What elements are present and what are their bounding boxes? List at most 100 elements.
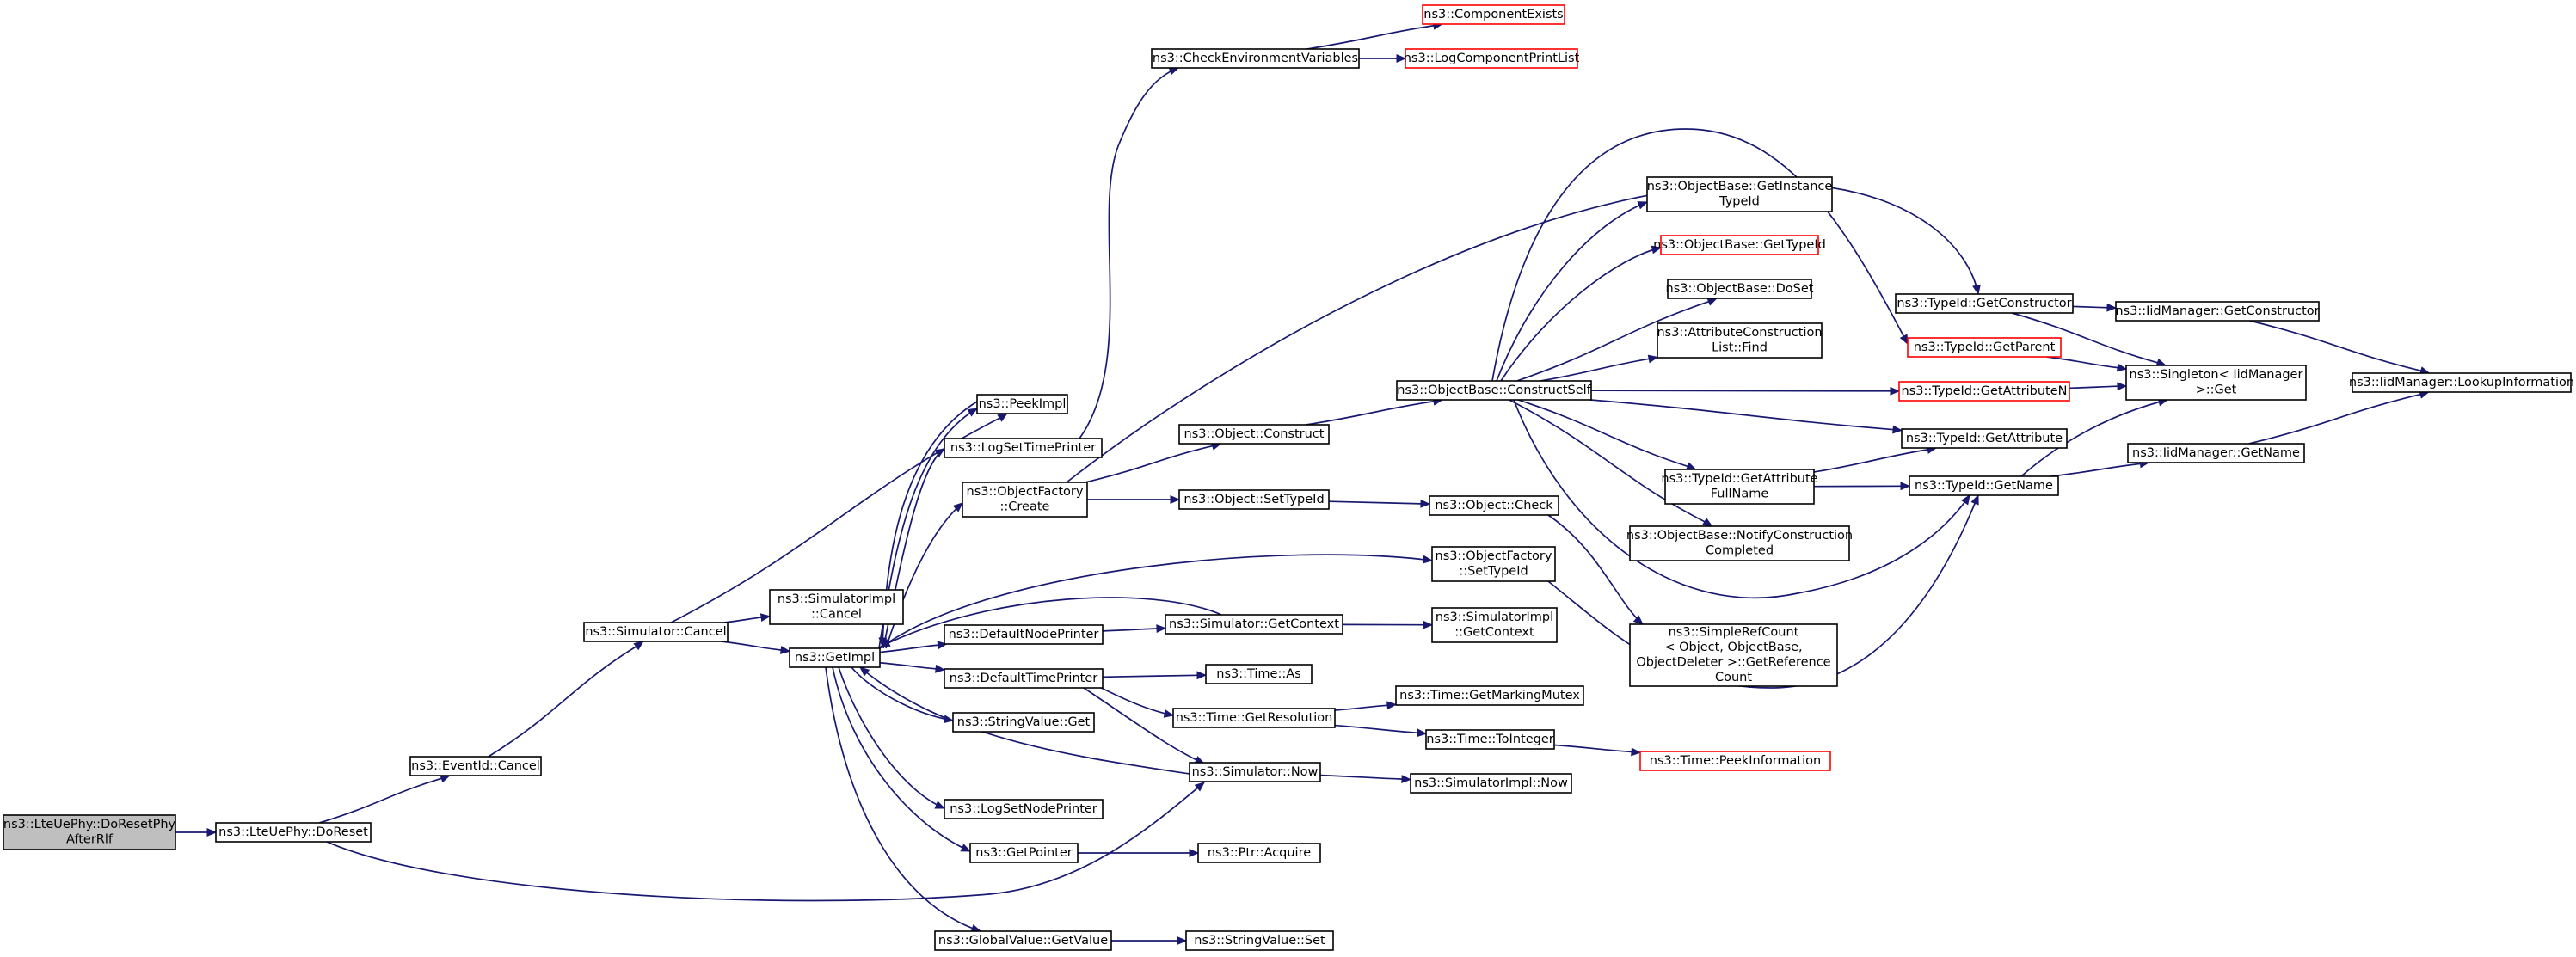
node-doreset[interactable]: ns3::LteUePhy::DoReset (215, 822, 372, 843)
node-typeidgetattrn[interactable]: ns3::TypeId::GetAttributeN (1898, 381, 2070, 402)
node-timeas[interactable]: ns3::Time::As (1205, 664, 1313, 684)
node-box (1660, 235, 1819, 255)
node-label: ns3::IidManager::GetName (2132, 446, 2300, 460)
node-simnow[interactable]: ns3::Simulator::Now (1189, 762, 1321, 782)
node-box (1422, 4, 1565, 25)
node-getpointer[interactable]: ns3::GetPointer (969, 843, 1079, 863)
node-stringvalueget[interactable]: ns3::StringValue::Get (952, 712, 1095, 733)
node-label: ns3::ObjectBase::NotifyConstruction (1626, 529, 1853, 543)
node-label: ns3::SimpleRefCount (1669, 626, 1799, 640)
node-label: ::Cancel (811, 608, 862, 622)
edge-objbaseconstruct-to-objbasegettypeid (1500, 245, 1663, 382)
node-logsetnode[interactable]: ns3::LogSetNodePrinter (944, 799, 1104, 819)
edge-objfactcreate-to-objsettypeid (1087, 495, 1181, 504)
node-label: ns3::Simulator::GetContext (1169, 617, 1339, 631)
node-notifyconstr[interactable]: ns3::ObjectBase::NotifyConstructionCompl… (1626, 525, 1853, 561)
node-defaultnodeprinter[interactable]: ns3::DefaultNodePrinter (944, 624, 1104, 645)
node-objbasedoset[interactable]: ns3::ObjectBase::DoSet (1666, 279, 1814, 299)
node-iidgetctor[interactable]: ns3::IidManager::GetConstructor (2115, 301, 2320, 322)
node-timegetmarking[interactable]: ns3::Time::GetMarkingMutex (1395, 685, 1584, 706)
node-label: ns3::Time::PeekInformation (1650, 754, 1821, 768)
edge-typeidgetattrfull-to-typeidgetattr (1813, 445, 1938, 473)
node-box (1431, 546, 1556, 582)
node-compexists[interactable]: ns3::ComponentExists (1422, 4, 1565, 25)
node-box (409, 756, 542, 776)
node-singletonget[interactable]: ns3::Singleton< IidManager >::Get (2125, 365, 2307, 401)
node-box (1197, 843, 1321, 863)
node-label: ns3::LogComponentPrintList (1404, 52, 1580, 65)
node-objfactcreate[interactable]: ns3::ObjectFactory::Create (962, 482, 1088, 518)
node-label: ns3::ObjectFactory (1436, 549, 1552, 563)
edge-typeidgetattrn-to-singletonget (2069, 382, 2128, 391)
node-evcancel[interactable]: ns3::EventId::Cancel (409, 756, 542, 776)
node-box (1901, 428, 2068, 449)
node-simcancel[interactable]: ns3::Simulator::Cancel (583, 622, 729, 642)
node-objbaseconstruct[interactable]: ns3::ObjectBase::ConstructSelf (1396, 380, 1592, 401)
node-label: ns3::Time::GetMarkingMutex (1399, 689, 1580, 702)
node-label: ns3::ObjectBase::GetTypeId (1653, 238, 1826, 252)
node-label: ns3::ObjectBase::DoSet (1666, 282, 1814, 296)
node-peekimpl[interactable]: ns3::PeekImpl (976, 394, 1068, 414)
node-label: ns3::GetPointer (975, 846, 1073, 860)
edge-timegetres-to-timetointeger (1334, 724, 1428, 738)
node-box (1165, 614, 1343, 635)
node-simplerefcount[interactable]: ns3::SimpleRefCount< Object, ObjectBase,… (1629, 623, 1838, 687)
node-timetointeger[interactable]: ns3::Time::ToInteger (1425, 729, 1555, 750)
node-objfactsettypeid[interactable]: ns3::ObjectFactory::SetTypeId (1431, 546, 1556, 582)
node-getimpl[interactable]: ns3::GetImpl (789, 647, 881, 668)
node-iidlookup[interactable]: ns3::IidManager::LookupInformation (2349, 372, 2574, 393)
node-objconstruct[interactable]: ns3::Object::Construct (1178, 424, 1330, 445)
node-label: ns3::DefaultTimePrinter (950, 672, 1097, 685)
node-box (1396, 380, 1592, 401)
node-objcheck[interactable]: ns3::Object::Check (1429, 495, 1559, 516)
node-simimplcancel[interactable]: ns3::SimulatorImpl::Cancel (769, 589, 904, 625)
node-ptracquire[interactable]: ns3::Ptr::Acquire (1197, 843, 1321, 863)
node-box (1667, 279, 1812, 299)
edge-simcancel-to-getimpl (721, 641, 791, 654)
edge-objsettypeid-to-objcheck (1328, 499, 1431, 508)
node-typeidgetparent[interactable]: ns3::TypeId::GetParent (1907, 337, 2062, 358)
node-logsettime[interactable]: ns3::LogSetTimePrinter (944, 438, 1103, 458)
node-typeidgetattr[interactable]: ns3::TypeId::GetAttribute (1901, 428, 2068, 449)
node-timepeekinfo[interactable]: ns3::Time::PeekInformation (1639, 751, 1831, 771)
edge-getimpl-to-objfactsettypeid (879, 554, 1434, 649)
node-box (1151, 48, 1360, 69)
node-iidgetname[interactable]: ns3::IidManager::GetName (2127, 443, 2305, 463)
node-objbasegettypeid[interactable]: ns3::ObjectBase::GetTypeId (1653, 235, 1826, 255)
node-simgetcontext[interactable]: ns3::Simulator::GetContext (1165, 614, 1343, 635)
edge-simcancel-to-simimplcancel (724, 613, 772, 623)
node-globalvalueget[interactable]: ns3::GlobalValue::GetValue (934, 930, 1112, 951)
node-box (1178, 489, 1330, 510)
node-logcompprint[interactable]: ns3::LogComponentPrintList (1404, 48, 1580, 69)
node-simimplgetcontext[interactable]: ns3::SimulatorImpl::GetContext (1431, 607, 1558, 643)
node-label: < Object, ObjectBase, (1664, 641, 1802, 654)
node-label: ObjectDeleter >::GetReference (1636, 656, 1830, 670)
node-box (934, 930, 1112, 951)
node-label: ns3::StringValue::Set (1194, 934, 1325, 948)
node-box (1395, 685, 1584, 706)
node-stringvalueset[interactable]: ns3::StringValue::Set (1185, 930, 1334, 951)
node-label: ns3::LogSetNodePrinter (950, 802, 1097, 816)
edge-typeidgetctor-to-iidgetctor (2072, 303, 2118, 312)
node-typeidgetctor[interactable]: ns3::TypeId::GetConstructor (1895, 293, 2074, 314)
edge-simnow-to-simimplnow (1319, 774, 1412, 784)
edge-objfactcreate-to-typeidgetctor (1066, 182, 1981, 483)
edge-objconstruct-to-objbaseconstruct (1306, 397, 1444, 426)
edge-objbaseconstruct-to-typeidgetattrfull (1517, 399, 1697, 470)
node-checkenv[interactable]: ns3::CheckEnvironmentVariables (1151, 48, 1360, 69)
node-label: ns3::Object::Check (1435, 499, 1553, 512)
node-simimplnow[interactable]: ns3::SimulatorImpl::Now (1410, 773, 1572, 794)
node-label: ns3::SimulatorImpl::Now (1414, 776, 1568, 790)
node-objsettypeid[interactable]: ns3::Object::SetTypeId (1178, 489, 1330, 510)
node-defaulttimeprinter[interactable]: ns3::DefaultTimePrinter (944, 668, 1104, 689)
node-box (976, 394, 1068, 414)
node-timegetres[interactable]: ns3::Time::GetResolution (1172, 708, 1336, 728)
node-label: ns3::ObjectBase::ConstructSelf (1397, 383, 1591, 397)
node-typeidgetname[interactable]: ns3::TypeId::GetName (1909, 475, 2059, 496)
edge-getimpl-to-logsetnode (838, 666, 946, 809)
node-box (789, 647, 881, 668)
